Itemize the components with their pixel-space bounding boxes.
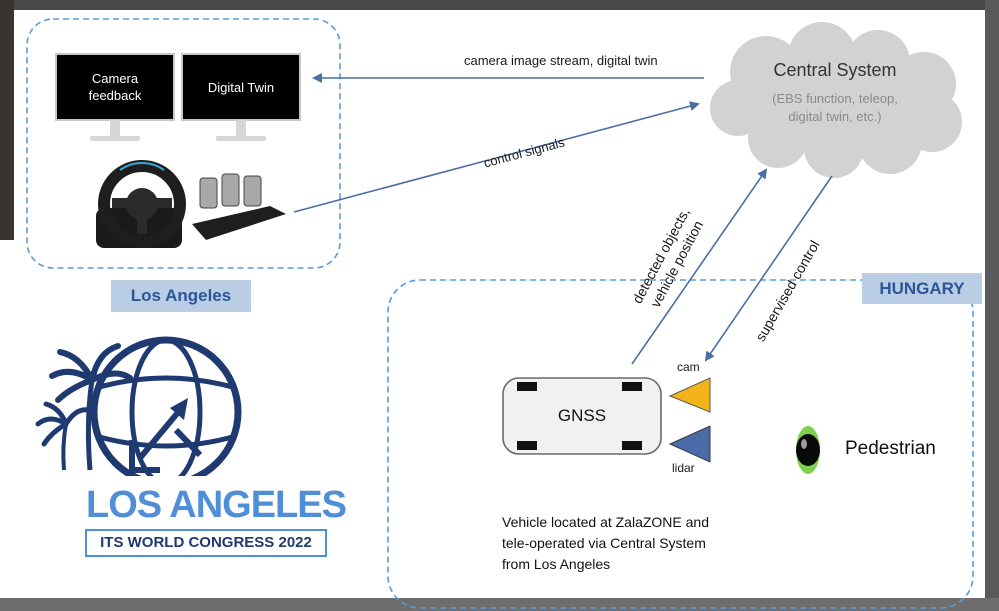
pedals-icon <box>192 173 286 240</box>
los-angeles-panel <box>26 18 341 269</box>
logo-event-text: ITS WORLD CONGRESS 2022 <box>100 534 312 551</box>
lidar-label: lidar <box>672 461 695 475</box>
pedestrian-label: Pedestrian <box>845 438 936 459</box>
cam-label: cam <box>677 360 700 374</box>
central-system-cloud <box>710 22 962 178</box>
its-world-congress-logo <box>35 336 327 557</box>
hungary-region-label: HUNGARY <box>862 273 982 304</box>
central-system-subtitle: (EBS function, teleop, digital twin, etc… <box>772 91 898 124</box>
pedestrian-icon <box>796 426 820 474</box>
los-angeles-region-label: Los Angeles <box>111 280 251 312</box>
detected-objects-arrow <box>631 168 768 365</box>
camera-feedback-monitor <box>55 53 175 141</box>
hungary-panel <box>387 279 974 609</box>
digital-twin-monitor <box>181 53 301 141</box>
camera-feedback-label: Camera feedback <box>88 71 142 103</box>
steering-wheel-icon <box>96 160 186 248</box>
cam-sensor-icon <box>668 377 711 413</box>
stream-label: camera image stream, digital twin <box>464 53 658 68</box>
logo-city-text: LOS ANGELES <box>86 484 347 526</box>
lidar-sensor-icon <box>668 425 711 463</box>
central-system-title: Central System <box>773 60 897 80</box>
vehicle-icon <box>502 377 662 455</box>
vehicle-location-note: Vehicle located at ZalaZONE and tele-ope… <box>502 514 710 572</box>
digital-twin-label: Digital Twin <box>207 80 275 95</box>
supervised-control-arrow <box>704 175 833 362</box>
vehicle-gnss-label: GNSS <box>557 406 607 425</box>
control-signals-arrow <box>293 101 700 213</box>
